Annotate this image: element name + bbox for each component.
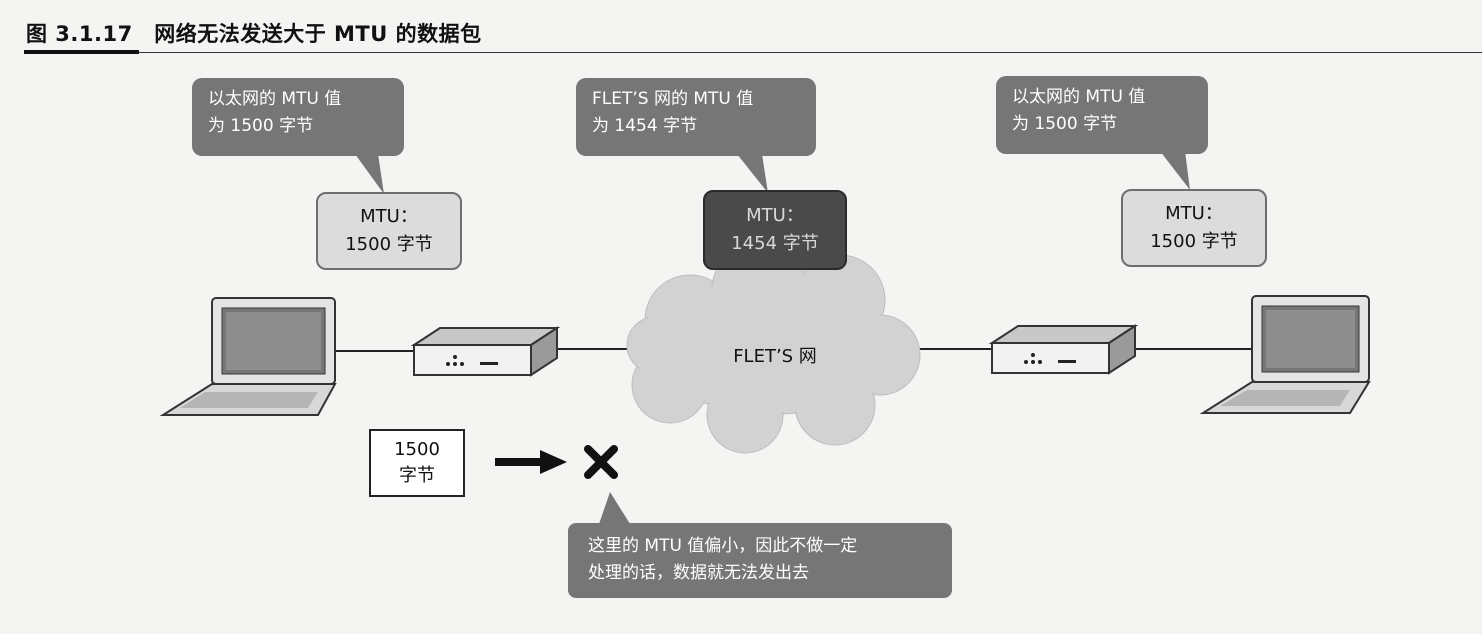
- arrow-right-icon: [495, 450, 567, 474]
- laptop-icon: [1199, 295, 1371, 414]
- packet-box: 1500 字节: [369, 429, 465, 497]
- title-rule: [24, 52, 1482, 53]
- callout-line: 为 1454 字节: [592, 116, 698, 136]
- figure-title: 图 3.1.17 网络无法发送大于 MTU 的数据包: [26, 22, 482, 46]
- cross-icon: [584, 445, 618, 479]
- callout-right-ethernet: 以太网的 MTU 值 为 1500 字节: [996, 76, 1208, 154]
- mtu-value: 1454 字节: [731, 233, 819, 254]
- callout-pointer-center: [737, 154, 768, 193]
- mtu-label: MTU：: [360, 206, 418, 227]
- mtu-label: MTU：: [746, 205, 804, 226]
- mtu-label: MTU：: [1165, 203, 1223, 224]
- mtu-box-left: MTU： 1500 字节: [316, 192, 462, 270]
- callout-warning: 这里的 MTU 值偏小，因此不做一定 处理的话，数据就无法发出去: [568, 523, 952, 598]
- callout-line: 以太网的 MTU 值: [208, 89, 342, 109]
- router-icon: [988, 324, 1139, 375]
- packet-unit: 字节: [399, 465, 435, 486]
- packet-size: 1500: [394, 439, 440, 460]
- callout-line: 以太网的 MTU 值: [1012, 87, 1146, 107]
- callout-pointer-left: [355, 154, 384, 194]
- mtu-value: 1500 字节: [1150, 231, 1238, 252]
- callout-center-flets: FLET’S 网的 MTU 值 为 1454 字节: [576, 78, 816, 156]
- callout-line: FLET’S 网的 MTU 值: [592, 89, 754, 109]
- callout-left-ethernet: 以太网的 MTU 值 为 1500 字节: [192, 78, 404, 156]
- callout-pointer-warning: [598, 492, 632, 527]
- callout-line: 处理的话，数据就无法发出去: [588, 563, 809, 583]
- mtu-box-right: MTU： 1500 字节: [1121, 189, 1267, 267]
- router-icon: [410, 326, 561, 377]
- title-rule-accent: [24, 50, 139, 54]
- laptop-icon: [159, 297, 337, 416]
- callout-line: 为 1500 字节: [1012, 114, 1118, 134]
- callout-line: 为 1500 字节: [208, 116, 314, 136]
- mtu-value: 1500 字节: [345, 234, 433, 255]
- callout-pointer-right: [1160, 151, 1190, 190]
- mtu-box-center: MTU： 1454 字节: [703, 190, 847, 270]
- cloud-label: FLET’S 网: [733, 346, 817, 367]
- callout-line: 这里的 MTU 值偏小，因此不做一定: [588, 536, 858, 556]
